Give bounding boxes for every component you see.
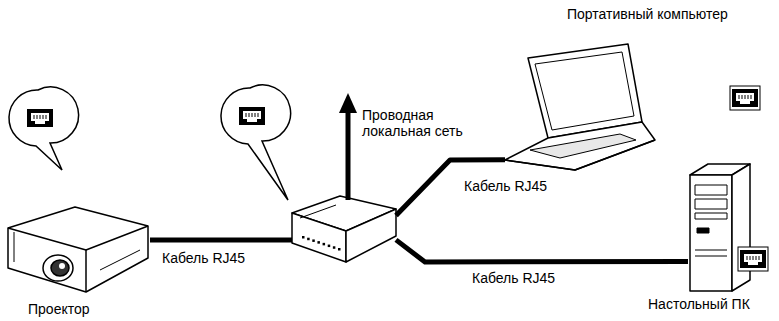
desktop-drawing (690, 164, 750, 291)
rj45-cable (396, 240, 688, 262)
led (312, 239, 315, 242)
projector-drawing (8, 207, 148, 292)
laptop-drawing (505, 44, 655, 170)
router-drawing (292, 196, 396, 262)
led (302, 236, 305, 239)
led (338, 248, 341, 251)
led (307, 238, 310, 241)
cable-label: Кабель RJ45 (470, 270, 557, 286)
cable-label: Кабель RJ45 (462, 178, 549, 194)
rj45-cable (150, 237, 292, 242)
port-icon (730, 86, 760, 110)
device-label: Проектор (28, 301, 90, 317)
device-node: Портативный компьютер (505, 42, 655, 170)
network-arrow (339, 93, 357, 200)
device-node: Проводная локальная сеть (292, 195, 396, 263)
cable-label: Кабель RJ45 (160, 250, 247, 266)
port-icon (738, 247, 768, 271)
device-label: Проводная локальная сеть (362, 107, 480, 139)
device-label: Настольный ПК (648, 296, 750, 312)
port-callout (9, 87, 79, 170)
device-node: Настольный ПК (688, 163, 750, 291)
device-node: Проектор (8, 205, 150, 295)
led (323, 243, 326, 246)
status-leds (302, 236, 341, 251)
led (333, 246, 336, 249)
port-callout (221, 85, 291, 200)
led (317, 241, 320, 244)
device-label: Портативный компьютер (567, 6, 728, 22)
led (328, 245, 331, 248)
